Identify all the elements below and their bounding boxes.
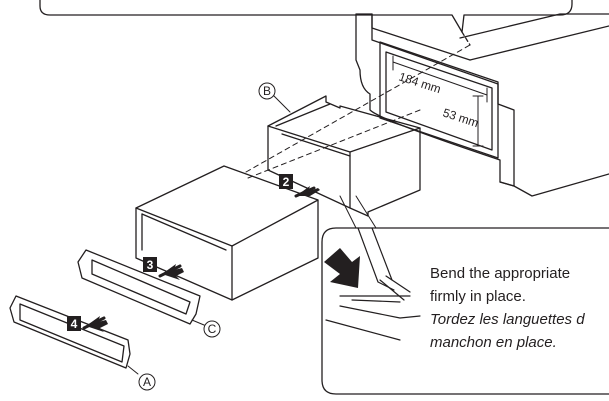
dashboard-frame [355, 13, 609, 197]
step-badge-3-text: 3 [147, 258, 154, 272]
part-c-leader [191, 319, 205, 326]
alignment-lines [245, 44, 471, 179]
mounting-sleeve [267, 95, 421, 217]
instruction-en-line-1: Bend the appropriate [430, 265, 571, 282]
faceplate [9, 295, 131, 369]
instruction-callout: Bend the appropriate firmly in place. To… [430, 262, 609, 354]
callout-frame [321, 227, 609, 395]
step-badge-3: 3 [143, 257, 157, 272]
part-label-a-text: A [143, 375, 151, 389]
insertion-arrows [86, 186, 320, 332]
part-label-b: B [258, 82, 276, 100]
top-callout-pointer [461, 31, 471, 46]
part-label-c-text: C [208, 322, 217, 336]
arrow-step-3-icon [162, 264, 184, 280]
part-label-b-text: B [263, 84, 271, 98]
dimension-lines [392, 55, 488, 147]
part-label-a: A [138, 373, 156, 391]
step-badge-2-text: 2 [283, 175, 290, 189]
arrow-step-4-icon [86, 316, 108, 332]
callout-pointer [339, 195, 357, 229]
instruction-fr-line-2: manchon en place. [430, 334, 557, 351]
instruction-en-line-2: firmly in place. [430, 288, 526, 305]
part-a-leader [127, 365, 139, 375]
instruction-fr-line-1: Tordez les languettes d [430, 311, 585, 328]
part-label-c: C [203, 320, 221, 338]
bend-arrow-icon [324, 248, 360, 288]
head-unit [135, 165, 319, 301]
step-badge-4-text: 4 [71, 317, 78, 331]
trim-plate [77, 249, 201, 325]
part-b-leader [273, 95, 291, 113]
tab-bend-detail [325, 227, 421, 341]
step-badge-4: 4 [67, 316, 81, 331]
top-callout-frame [39, 0, 573, 33]
step-badge-2: 2 [279, 174, 293, 189]
height-dimension-label: 53 mm [441, 106, 480, 131]
